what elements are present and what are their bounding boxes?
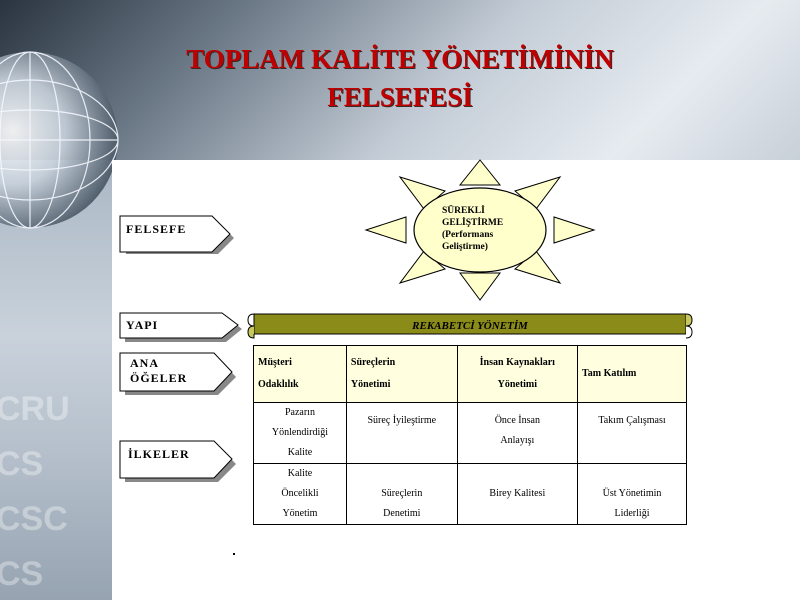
header-line: İnsan Kaynakları	[479, 357, 555, 368]
ghost-text: CS	[0, 445, 44, 483]
header-cell: Süreçlerin Yönetimi	[345, 345, 458, 403]
sun-text-line: (Performans	[442, 229, 493, 240]
table-cell: Takım Çalışması	[576, 402, 688, 464]
ana-ogeler-arrow	[119, 352, 236, 395]
ghost-text: CS	[0, 555, 44, 593]
cell-line: Liderliği	[614, 508, 650, 519]
globe-image	[0, 51, 119, 229]
header-cell: Müşteri Odaklılık	[253, 345, 347, 403]
table-cell: Pazarın Yönlendirdiği Kalite	[253, 402, 347, 464]
header-line: Yönetimi	[350, 379, 391, 390]
header-cell: İnsan Kaynakları Yönetimi	[456, 345, 578, 403]
header-line: Müşteri	[258, 357, 292, 368]
table-cell: Süreçlerin Denetimi	[345, 463, 458, 525]
yapi-arrow	[119, 312, 242, 342]
sun-text-line: GELİŞTİRME	[442, 216, 503, 228]
cell-line: Kalite	[287, 447, 313, 458]
cell-line: Birey Kalitesi	[489, 488, 546, 499]
cell-line: Kalite	[287, 468, 313, 479]
sun-center	[413, 187, 547, 273]
cell-line: Süreç İyileştirme	[367, 415, 437, 426]
yapi-label: YAPI	[126, 318, 159, 332]
table-row: Kalite Öncelikli Yönetim Süreçlerin Dene…	[253, 463, 688, 525]
table-cell: Kalite Öncelikli Yönetim	[253, 463, 347, 525]
cell-line: Denetimi	[383, 508, 421, 519]
ghost-text: CRU	[0, 390, 70, 428]
felsefe-label: FELSEFE	[126, 222, 187, 236]
table-cell: Süreç İyileştirme	[345, 402, 458, 464]
table-header-row: Müşteri Odaklılık Süreçlerin Yönetimi İn…	[253, 345, 688, 403]
header-line: Yönetimi	[497, 379, 538, 390]
ghost-text: CSC	[0, 500, 68, 538]
cell-line: Yönlendirdiği	[271, 427, 329, 438]
elements-table: Müşteri Odaklılık Süreçlerin Yönetimi İn…	[253, 345, 688, 525]
ilkeler-arrow	[119, 440, 236, 482]
cell-line: Öncelikli	[281, 488, 319, 499]
cell-line: Süreçlerin	[381, 488, 423, 499]
table-cell: Üst Yönetimin Liderliği	[576, 463, 688, 525]
table-cell: Önce İnsan Anlayışı	[456, 402, 578, 464]
ilkeler-label: İLKELER	[128, 447, 190, 461]
ana-ogeler-label: ANA ÖĞELER	[130, 356, 187, 386]
left-background-strip: CRU CS CSC CS	[0, 160, 112, 600]
sun-text-line: Geliştirme)	[442, 241, 488, 252]
header-line: Süreçlerin	[350, 357, 396, 368]
table-cell: Birey Kalitesi	[456, 463, 578, 525]
cell-line: Takım Çalışması	[598, 415, 666, 426]
header-line: Odaklılık	[258, 379, 299, 390]
rekabetci-banner: REKABETCİ YÖNETİM	[247, 313, 693, 339]
sun-diagram: SÜREKLİ GELİŞTİRME (Performans Geliştirm…	[364, 159, 596, 301]
table-row: Pazarın Yönlendirdiği Kalite Süreç İyile…	[253, 402, 688, 464]
sun-text-line: SÜREKLİ	[442, 203, 485, 216]
felsefe-arrow	[119, 215, 234, 254]
cell-line: Anlayışı	[500, 435, 535, 446]
header-line: Tam Katılım	[581, 368, 637, 379]
cell-line: Önce İnsan	[494, 415, 540, 426]
slide-title: TOPLAM KALİTE YÖNETİMİNİN FELSEFESİ	[100, 40, 700, 116]
stray-dot	[233, 553, 235, 555]
cell-line: Yönetim	[282, 508, 318, 519]
title-line-2: FELSEFESİ	[327, 82, 473, 112]
cell-line: Üst Yönetimin	[602, 488, 662, 499]
title-line-1: TOPLAM KALİTE YÖNETİMİNİN	[186, 44, 614, 74]
ana-label-line2: ÖĞELER	[130, 371, 188, 385]
header-cell: Tam Katılım	[576, 345, 688, 403]
ana-label-line1: ANA	[130, 356, 159, 370]
cell-line: Pazarın	[284, 407, 315, 418]
banner-text: REKABETCİ YÖNETİM	[411, 319, 529, 332]
